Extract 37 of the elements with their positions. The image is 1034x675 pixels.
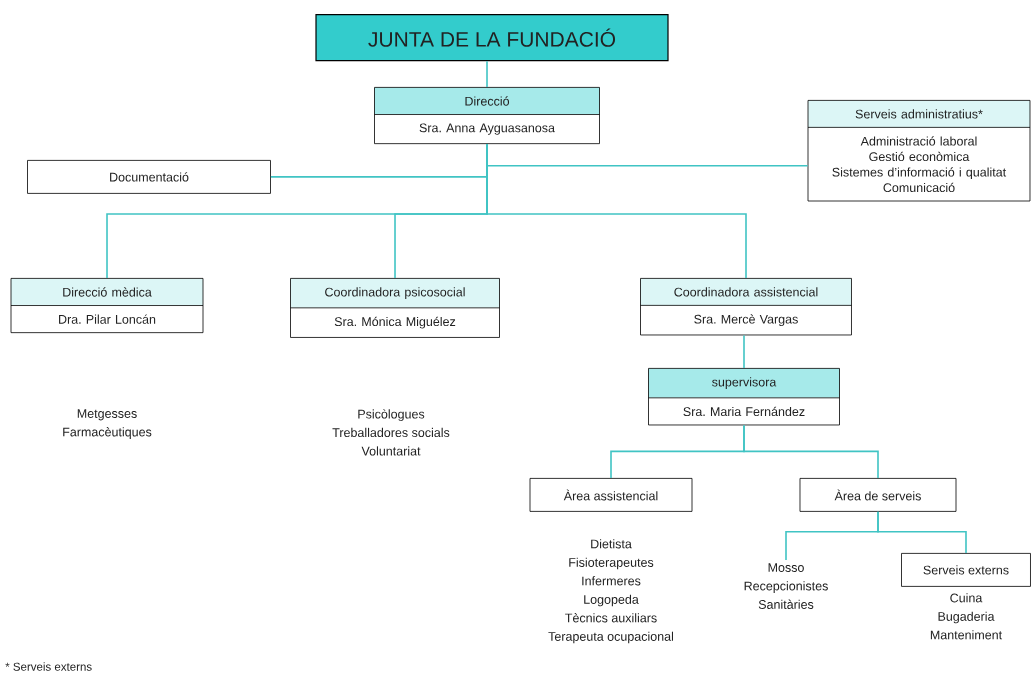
position-box: Coordinadora assistencial Sra. Mercè Vargas — [640, 278, 852, 336]
connector-line — [486, 143, 747, 279]
footnote: * Serveis externs — [5, 662, 92, 671]
node-label: Comunicació — [883, 182, 955, 193]
department-box: Serveis administratius* Administració laboral Gestió econòmica Sistemes d’informació i qualitat Comunicació — [807, 100, 1031, 202]
node-label: Terapeuta ocupacional — [548, 631, 674, 644]
position-box: supervisora Sra. Maria Fernández — [648, 368, 840, 426]
node-label: Sistemes d’informació i qualitat — [832, 167, 1007, 180]
staff-list: Cuina Bugaderia Manteniment — [930, 593, 1003, 640]
position-box: Direcció Sra. Anna Ayguasanosa — [374, 87, 600, 145]
connector-line — [877, 511, 967, 554]
node-label: Infermeres — [582, 576, 641, 586]
connector-line — [486, 60, 488, 88]
board-box: JUNTA DE LA FUNDACIÓ — [315, 14, 669, 62]
node-label: Sra. Anna Ayguasanosa — [419, 123, 555, 135]
node-label: Sra. Mónica Miguélez — [334, 316, 456, 329]
department-box: Documentació — [27, 160, 271, 194]
department-box: Serveis externs — [901, 553, 1031, 587]
node-label: Sra. Maria Fernández — [683, 406, 805, 417]
node-label: Administració laboral — [860, 136, 977, 146]
position-box: Coordinadora psicosocial Sra. Mónica Miguélez — [290, 278, 500, 338]
position-box: Direcció mèdica Dra. Pilar Loncán — [10, 278, 204, 334]
node-label: Dra. Pilar Loncán — [59, 314, 156, 324]
connector-line — [743, 334, 745, 369]
node-label: Dietista — [591, 539, 632, 549]
area-box: Àrea de serveis — [799, 478, 957, 512]
staff-list: Metgesses Farmacèutiques — [63, 409, 152, 439]
node-label: Gestió econòmica — [869, 151, 970, 162]
node-label: Sra. Mercè Vargas — [694, 314, 798, 327]
staff-list: Dietista Fisioterapeutes Infermeres Logopeda Tècnics auxiliars Terapeuta ocupacional — [548, 539, 674, 644]
node-label: Fisioterapeutes — [569, 557, 654, 570]
staff-list: Mosso Recepcionistes Sanitàries — [744, 563, 828, 609]
staff-list: Psicòlogues Treballadores socials Voluntariat — [332, 409, 450, 456]
node-label: Tècnics auxiliars — [565, 613, 657, 623]
area-box: Àrea assistencial — [529, 478, 693, 512]
node-label: Logopeda — [584, 594, 639, 607]
connector-line — [743, 424, 879, 479]
